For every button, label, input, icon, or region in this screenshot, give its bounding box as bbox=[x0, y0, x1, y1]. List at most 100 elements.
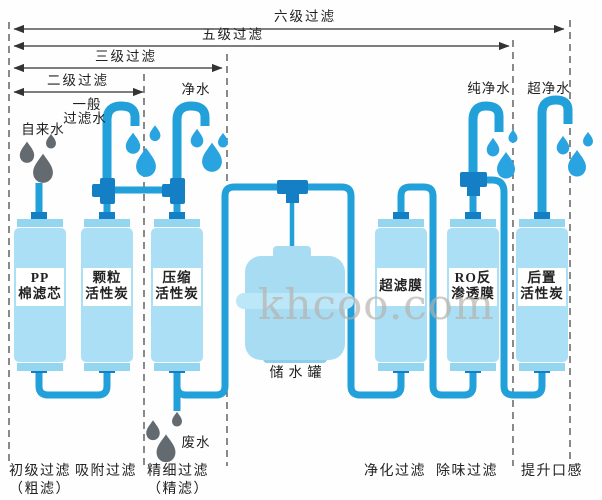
filter-granular-carbon bbox=[81, 219, 133, 371]
ro-tee-fitting bbox=[460, 172, 487, 187]
faucet-general-water bbox=[102, 101, 140, 188]
filter-cap-top bbox=[154, 219, 200, 227]
stage-span-arrows bbox=[13, 24, 565, 97]
filter-label-band bbox=[16, 268, 64, 306]
tee-fitting-nub bbox=[162, 184, 172, 197]
water-drop-icon bbox=[149, 125, 161, 142]
watermark-text: khcoo.com bbox=[258, 280, 495, 329]
filter-collar bbox=[99, 212, 115, 219]
faucet-clean-water bbox=[172, 101, 210, 188]
filter-cap-bottom bbox=[450, 363, 496, 371]
stage-label-three: 三级过滤 bbox=[95, 49, 157, 64]
stage-function-taste: 提升口感 bbox=[521, 464, 583, 479]
filter-label-band bbox=[153, 268, 201, 306]
filter-collar bbox=[534, 212, 550, 219]
filter-label-band bbox=[518, 268, 566, 306]
filter-uf-membrane bbox=[375, 219, 427, 371]
filter-label-band bbox=[449, 268, 497, 306]
tee-fitting-nub bbox=[92, 184, 102, 197]
label-general-water: 一般 bbox=[72, 97, 102, 112]
filter-cap-bottom bbox=[17, 363, 63, 371]
filter-collar bbox=[465, 212, 481, 219]
gray-drop-icon bbox=[172, 411, 182, 427]
pp-to-granular-pipe bbox=[35, 364, 111, 399]
stage-function-fine: 精细过滤 bbox=[147, 464, 209, 479]
label-general-water: 过滤水 bbox=[63, 111, 107, 126]
stage-function-adsorb: 吸附过滤 bbox=[75, 464, 137, 479]
tank-tee-fitting bbox=[277, 180, 308, 194]
filter-label-band bbox=[377, 268, 425, 306]
filter-cap-bottom bbox=[378, 363, 424, 371]
stage-label-two: 二级过滤 bbox=[47, 73, 109, 88]
label-tap-water: 自来水 bbox=[21, 122, 65, 137]
ro-tee-stub bbox=[467, 186, 480, 196]
filter-post-carbon bbox=[516, 219, 568, 371]
stage-function-fine: （精滤） bbox=[147, 482, 209, 497]
filter-collar bbox=[31, 212, 47, 219]
tank-band bbox=[236, 293, 354, 309]
gray-drop-icon bbox=[33, 153, 53, 183]
tank-label: 储水罐 bbox=[269, 366, 327, 381]
water-drop-icon bbox=[556, 135, 570, 155]
filter-ro-membrane bbox=[447, 219, 499, 371]
filter-label-uf: 超滤膜 bbox=[379, 278, 423, 293]
tap-water-drops bbox=[19, 133, 56, 183]
water-drop-icon bbox=[568, 150, 586, 177]
filter-compressed-carbon bbox=[151, 219, 203, 371]
tee-fitting bbox=[170, 178, 185, 204]
filter-label-ro: 渗透膜 bbox=[451, 286, 495, 301]
water-drop-icon bbox=[218, 132, 228, 148]
label-ultra-water: 超净水 bbox=[527, 81, 571, 96]
tee-fitting bbox=[100, 178, 115, 204]
filter-label-post: 活性炭 bbox=[520, 286, 564, 301]
water-drop-icon bbox=[202, 142, 222, 172]
filter-label-pp: 棉滤芯 bbox=[18, 286, 62, 301]
water-drop-icon bbox=[497, 152, 515, 179]
filter-cap-top bbox=[378, 219, 424, 227]
filter-cap-top bbox=[450, 219, 496, 227]
stage-function-deodor: 除味过滤 bbox=[436, 464, 498, 479]
filter-cap-bottom bbox=[154, 363, 200, 371]
ro-to-post-pipe bbox=[484, 176, 546, 399]
water-drop-icon bbox=[486, 137, 500, 157]
water-drop-icon bbox=[583, 131, 593, 147]
waste-water-drops bbox=[146, 411, 182, 463]
water-drop-icon bbox=[190, 128, 204, 148]
stage-label-six: 六级过滤 bbox=[274, 9, 336, 24]
filter-label-post: 后置 bbox=[527, 270, 557, 285]
filter-label-granular: 颗粒 bbox=[92, 270, 122, 285]
gray-drop-icon bbox=[146, 420, 160, 441]
filter-cap-bottom bbox=[519, 363, 565, 371]
clean-water-drops bbox=[190, 128, 228, 172]
ultra-water-drops bbox=[556, 131, 593, 177]
filter-cap-bottom bbox=[84, 363, 130, 371]
label-clean-water: 净水 bbox=[181, 82, 211, 97]
gray-drop-icon bbox=[19, 141, 35, 163]
faucet-ultra-water bbox=[537, 95, 573, 219]
label-pure-water: 纯净水 bbox=[467, 81, 511, 96]
filter-cap-top bbox=[17, 219, 63, 227]
stage-function-purify: 净化过滤 bbox=[364, 464, 426, 479]
filter-pp-cotton bbox=[14, 219, 66, 371]
filter-label-compressed: 活性炭 bbox=[155, 286, 199, 301]
gray-drop-icon bbox=[156, 434, 176, 463]
label-waste-water: 废水 bbox=[181, 435, 211, 450]
tank-tee-stub bbox=[286, 193, 299, 203]
water-drop-icon bbox=[508, 129, 518, 143]
water-drop-icon bbox=[125, 132, 141, 154]
stage-function-primary: 初级过滤 bbox=[9, 464, 71, 479]
tank-top-cap bbox=[273, 246, 311, 259]
storage-tank bbox=[236, 246, 354, 363]
filter-label-pp: PP bbox=[30, 270, 50, 285]
filter-collar bbox=[169, 212, 185, 219]
filter-label-band bbox=[83, 268, 131, 306]
filter-cap-top bbox=[519, 219, 565, 227]
water-drop-icon bbox=[136, 147, 156, 177]
filter-label-granular: 活性炭 bbox=[85, 286, 129, 301]
general-water-drops bbox=[125, 125, 161, 177]
filter-collar bbox=[393, 212, 409, 219]
faucet-pure-water bbox=[468, 101, 504, 178]
filter-label-compressed: 压缩 bbox=[162, 270, 192, 285]
